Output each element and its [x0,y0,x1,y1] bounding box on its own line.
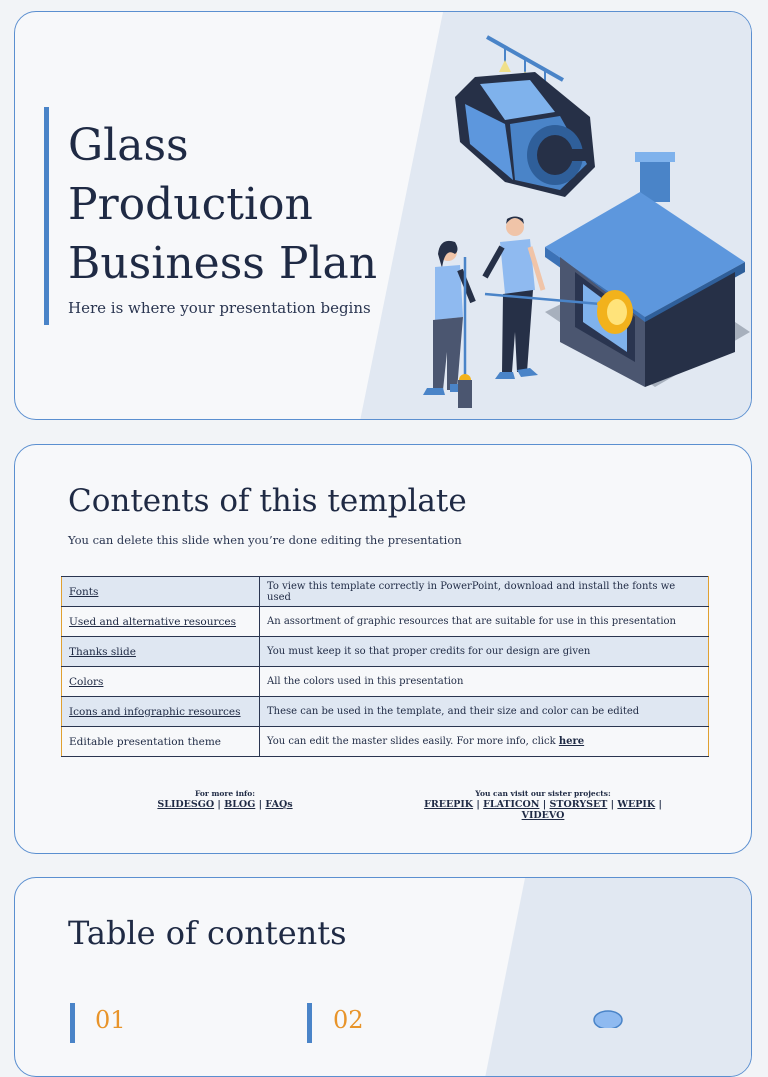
table-row: Icons and infographic resources These ca… [61,696,709,727]
contents-table: Fonts To view this template correctly in… [61,576,709,757]
thanks-slide-link[interactable]: Thanks slide [69,645,136,658]
resources-link[interactable]: Used and alternative resources [69,615,236,628]
more-info-block: For more info: SLIDESGO | BLOG | FAQs [155,789,295,810]
flaticon-link[interactable]: FLATICON [483,799,540,810]
wepik-link[interactable]: WEPIK [617,799,656,810]
table-row: Fonts To view this template correctly in… [61,576,709,607]
toc-accent-bar [307,1003,312,1043]
presentation-subtitle: Here is where your presentation begins [68,299,371,317]
glass-furnace-illustration [423,35,750,408]
table-cell: Editable presentation theme [61,726,260,757]
drum-rail [486,35,564,82]
table-cell: These can be used in the template, and t… [259,696,709,727]
table-cell: An assortment of graphic resources that … [259,606,709,637]
toc-accent-bar [70,1003,75,1043]
slide-title: Glass Production Business Plan Here is w… [14,11,752,420]
slide-table-of-contents: Table of contents 01 02 [14,877,752,1077]
faqs-link[interactable]: FAQs [265,799,293,810]
videvo-link[interactable]: VIDEVO [521,810,565,821]
freepik-link[interactable]: FREEPIK [424,799,474,810]
man-shirt [500,239,535,294]
colors-link[interactable]: Colors [69,675,104,688]
blowpipe-man [484,292,601,306]
toc-number: 02 [333,1006,364,1034]
table-cell: You must keep it so that proper credits … [259,636,709,667]
woman-shirt [435,265,463,320]
table-row: Colors All the colors used in this prese… [61,666,709,697]
toc-title: Table of contents [68,914,347,952]
sister-projects-block: You can visit our sister projects: FREEP… [423,789,663,821]
icons-resources-link[interactable]: Icons and infographic resources [69,705,241,718]
more-info-label: For more info: [194,789,256,798]
table-cell: All the colors used in this presentation [259,666,709,697]
table-cell-text: You can edit the master slides easily. F… [267,736,556,747]
presentation-title: Glass Production Business Plan [68,120,378,289]
slide-contents-template: Contents of this template You can delete… [14,444,752,854]
title-accent-bar [44,107,49,325]
toc-number: 01 [95,1006,126,1034]
sister-projects-label: You can visit our sister projects: [475,789,611,798]
here-link[interactable]: here [558,736,585,747]
more-info-links: SLIDESGO | BLOG | FAQs [157,799,293,810]
slidesgo-link[interactable]: SLIDESGO [157,799,215,810]
table-row: Used and alternative resources An assort… [61,606,709,637]
table-cell: To view this template correctly in Power… [259,576,709,607]
sister-projects-links: FREEPIK | FLATICON | STORYSET | WEPIK | … [424,799,662,821]
glass-vase-icon [593,1010,623,1028]
furnace-roof [545,192,745,317]
contents-title: Contents of this template [68,483,467,519]
blog-link[interactable]: BLOG [224,799,256,810]
table-row: Thanks slide You must keep it so that pr… [61,636,709,667]
background-panel [485,878,751,1076]
table-row: Editable presentation theme You can edit… [61,726,709,757]
fonts-link[interactable]: Fonts [69,585,99,598]
storyset-link[interactable]: STORYSET [549,799,608,810]
contents-subtitle: You can delete this slide when you’re do… [68,533,462,547]
